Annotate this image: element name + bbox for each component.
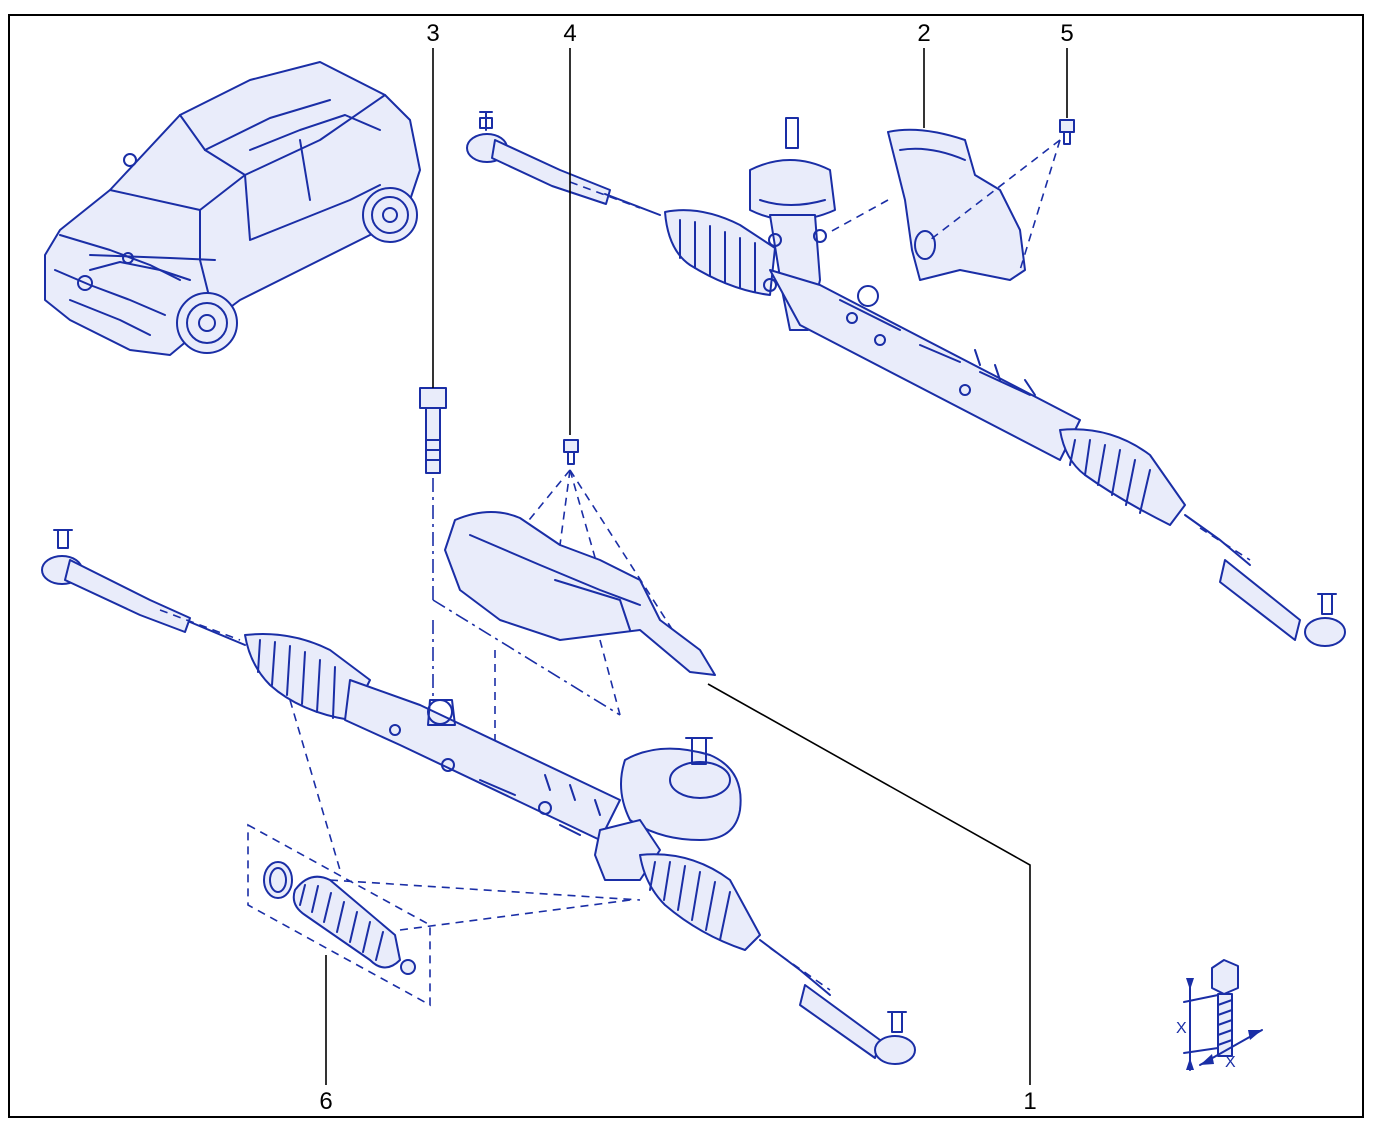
upper-right-bellows: [1059, 428, 1186, 526]
leader-1: [707, 683, 1031, 1085]
upper-steering-rack: [466, 111, 1346, 647]
part-6-bellows-kit: [247, 699, 641, 1007]
bolt-length-detail: X X: [1176, 959, 1263, 1071]
rear-wheel: [362, 187, 418, 243]
callout-2: 2: [917, 20, 931, 47]
front-wheel: [176, 292, 238, 354]
callout-leaders: [325, 48, 1068, 1085]
diagram-frame: [8, 14, 1364, 1118]
lower-left-tie-rod-end: [41, 529, 191, 633]
lower-right-tie-rod-end: [799, 984, 916, 1065]
lower-steering-rack: [41, 529, 916, 1065]
lower-right-bellows: [639, 853, 761, 951]
lower-left-bellows: [244, 633, 371, 721]
diameter-x-label: X: [1225, 1054, 1236, 1071]
part-5-shield-bolt: [1059, 119, 1075, 145]
upper-left-tie-rod-end: [466, 111, 611, 205]
vehicle-illustration: [44, 61, 421, 356]
lower-rack-housing: [344, 679, 621, 841]
part-1-rack-heat-shield: [444, 510, 716, 745]
callout-6: 6: [319, 1088, 333, 1115]
callout-3: 3: [426, 20, 440, 47]
callout-4: 4: [563, 20, 577, 47]
part-3-mounting-bolt: [419, 387, 621, 716]
upper-left-bellows: [664, 209, 776, 296]
length-x-label: X: [1176, 1020, 1187, 1037]
upper-rack-housing: [769, 269, 1081, 461]
upper-right-tie-rod-end: [1219, 559, 1346, 647]
callout-1: 1: [1023, 1088, 1037, 1115]
part-2-heat-shield: [829, 128, 1061, 281]
callout-5: 5: [1060, 20, 1074, 47]
